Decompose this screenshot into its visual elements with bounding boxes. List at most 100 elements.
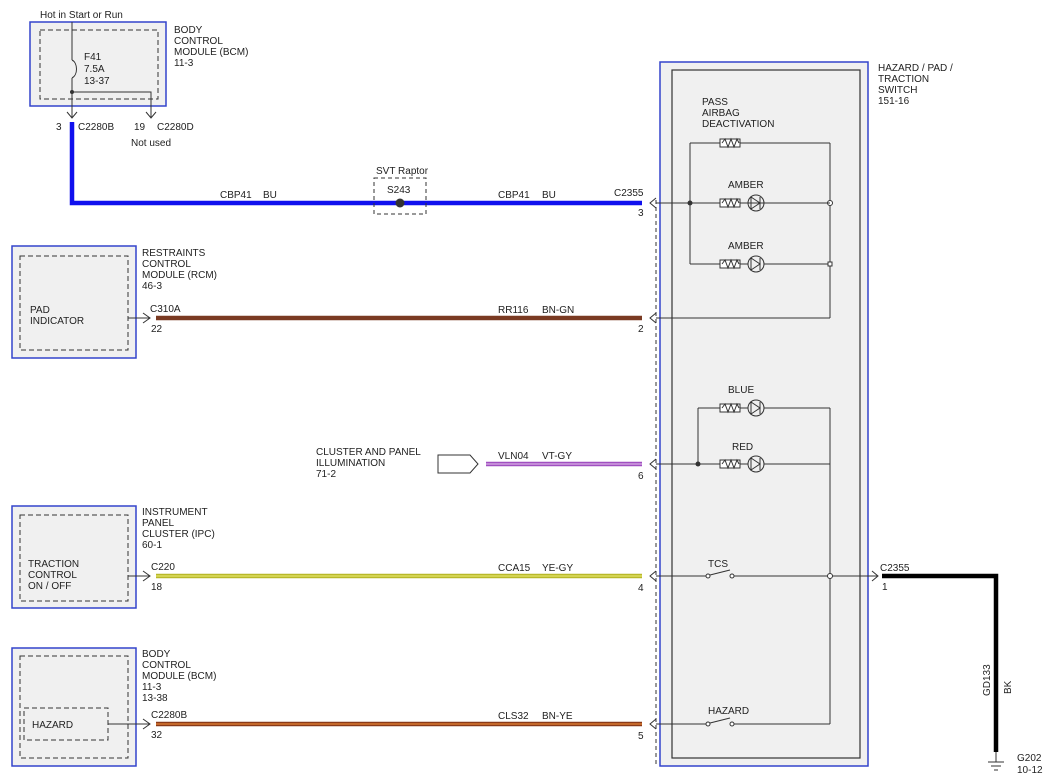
ipc-title-4: 60-1 (142, 540, 162, 551)
bcm-top-pin-19: 19 (134, 122, 146, 133)
ipc-pin: 18 (151, 582, 163, 593)
bcm-bottom-title-1: BODY (142, 649, 171, 660)
pad-label-2: AIRBAG (702, 108, 740, 119)
rcm-box (11, 245, 137, 359)
wire-cbp41-circuit-left: CBP41 (220, 190, 252, 201)
wire-cbp41-color-left: BU (263, 190, 277, 201)
fuse-icon (71, 59, 77, 79)
bcm-top-module: BODY CONTROL MODULE (BCM) 11-3 F41 7.5A … (29, 21, 248, 149)
pad-label-3: DEACTIVATION (702, 119, 774, 130)
bcm-bottom-pin: 32 (151, 730, 163, 741)
bcm-bottom-box (11, 647, 137, 767)
switch-inner-box (671, 69, 861, 759)
lamp-label-red: RED (732, 442, 753, 453)
wire-cls32-circuit: CLS32 (498, 711, 529, 722)
ipc-connector: C220 (151, 562, 175, 573)
ground-ref-2: 10-12 (1017, 765, 1043, 776)
switch-pin-3: 3 (638, 208, 644, 219)
arrow-icon (649, 570, 657, 582)
tcs-switch-contact (709, 569, 731, 576)
bcm-top-title-2: CONTROL (174, 36, 223, 47)
ipc-inner-2: CONTROL (28, 570, 77, 581)
switch-label-tcs: TCS (708, 559, 728, 570)
fuse-id: F41 (84, 52, 102, 63)
bcm-bottom-title-5: 13-38 (142, 693, 168, 704)
arrow-icon (649, 312, 657, 324)
hazard-switch-contact (709, 717, 731, 724)
ground-connector: C2355 (880, 563, 910, 574)
switch-title-4: 151-16 (878, 96, 910, 107)
arrow-icon (649, 197, 657, 209)
bcm-bottom-connector: C2280B (151, 710, 187, 721)
hazard-pad-traction-switch: HAZARD / PAD / TRACTION SWITCH 151-16 PA… (649, 61, 953, 767)
fuse-ref: 13-37 (84, 76, 110, 87)
wire-cca15-color: YE-GY (542, 563, 573, 574)
wire-cbp41-color-right: BU (542, 190, 556, 201)
switch-outer-box (659, 61, 869, 767)
rcm-connector: C310A (150, 304, 181, 315)
rcm-title-2: CONTROL (142, 259, 191, 270)
bcm-top-connector-c2280b: C2280B (78, 122, 114, 133)
splice-id: S243 (387, 185, 411, 196)
switch-title-3: SWITCH (878, 85, 917, 96)
arrow-icon (871, 570, 879, 582)
fuse-rating: 7.5A (84, 64, 105, 75)
rcm-pin: 22 (151, 324, 163, 335)
arrow-icon (649, 718, 657, 730)
rcm-title-4: 46-3 (142, 281, 162, 292)
ground-circuit: GD133 (982, 664, 993, 696)
bcm-top-inner-box (39, 29, 159, 100)
wire-cbp41 (69, 122, 642, 206)
splice-label: SVT Raptor (376, 166, 429, 177)
wire-gd133 (882, 573, 999, 752)
arrow-icon (142, 312, 151, 324)
switch-title-2: TRACTION (878, 74, 929, 85)
wire-rr116-color: BN-GN (542, 305, 574, 316)
bcm-bottom-inner-box (19, 655, 129, 759)
ground-ref: G202 (1017, 753, 1042, 764)
lamp-label-amber-2: AMBER (728, 241, 764, 252)
wire-rr116-circuit: RR116 (498, 305, 529, 316)
ipc-title-3: CLUSTER (IPC) (142, 529, 215, 540)
ipc-box (11, 505, 137, 609)
rcm-inner-1: PAD (30, 305, 50, 316)
cluster-ref-3: 71-2 (316, 469, 336, 480)
switch-pin-5: 5 (638, 731, 644, 742)
switch-label-hazard: HAZARD (708, 706, 749, 717)
rcm-title-1: RESTRAINTS (142, 248, 206, 259)
not-used-label: Not used (131, 138, 171, 149)
bcm-bottom-inner: HAZARD (32, 720, 73, 731)
bcm-bottom-title-2: CONTROL (142, 660, 191, 671)
bcm-bottom-title-3: MODULE (BCM) (142, 671, 216, 682)
ipc-inner-box (19, 514, 129, 602)
bcm-top-title-1: BODY (174, 25, 203, 36)
ipc-title-1: INSTRUMENT (142, 507, 208, 518)
pad-label-1: PASS (702, 97, 728, 108)
wire-vln04-circuit: VLN04 (498, 451, 529, 462)
wire-cca15-circuit: CCA15 (498, 563, 531, 574)
bcm-top-title-4: 11-3 (174, 58, 194, 69)
arrow-icon (145, 111, 157, 119)
switch-pin-4: 4 (638, 583, 644, 594)
switch-pin-2: 2 (638, 324, 644, 335)
wire-cls32-color: BN-YE (542, 711, 573, 722)
ipc-inner-3: ON / OFF (28, 581, 71, 592)
cluster-ref-2: ILLUMINATION (316, 458, 385, 469)
wire-cbp41-circuit-right: CBP41 (498, 190, 530, 201)
wire-vln04-color: VT-GY (542, 451, 572, 462)
bcm-bottom-title-4: 11-3 (142, 682, 162, 693)
rcm-title-3: MODULE (RCM) (142, 270, 217, 281)
switch-pin-6: 6 (638, 471, 644, 482)
bcm-top-pin-3: 3 (56, 122, 62, 133)
ground-color: BK (1003, 680, 1014, 694)
arrow-icon (142, 718, 151, 730)
cluster-ref-1: CLUSTER AND PANEL (316, 447, 421, 458)
bcm-top-title-3: MODULE (BCM) (174, 47, 248, 58)
lamp-label-amber-1: AMBER (728, 180, 764, 191)
page-reference-arrow-icon (437, 454, 479, 474)
arrow-icon (66, 111, 78, 119)
top-feed-label: Hot in Start or Run (40, 10, 123, 21)
ground-pin: 1 (882, 582, 888, 593)
ground-symbol-icon (988, 752, 1004, 771)
